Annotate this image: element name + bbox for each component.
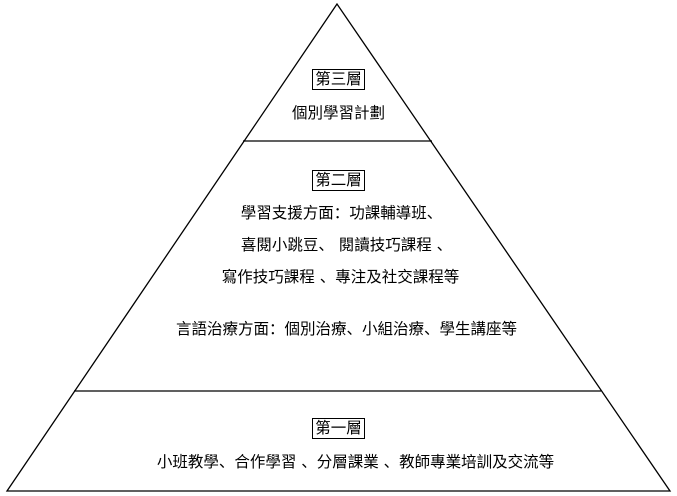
tier-2-line-1: 學習支援方面：功課輔導班、 xyxy=(240,204,443,222)
tier-1-text: 小班教學、合作學習 、分層課業 、教師專業培訓及交流等 xyxy=(156,453,555,471)
tier-1-label: 第一層 xyxy=(312,418,365,439)
tier-3-label: 第三層 xyxy=(312,69,365,90)
tier-2-line-4: 言語治療方面：個別治療、小組治療、學生講座等 xyxy=(175,320,517,338)
pyramid-outline xyxy=(5,2,672,492)
tier-3-text: 個別學習計劃 xyxy=(291,104,385,122)
tier-2-label: 第二層 xyxy=(312,170,365,191)
tier-2-line-3: 寫作技巧課程 、專注及社交課程等 xyxy=(221,268,460,286)
tier-2-line-2: 喜閱小跳豆、 閱讀技巧課程 、 xyxy=(240,236,453,254)
